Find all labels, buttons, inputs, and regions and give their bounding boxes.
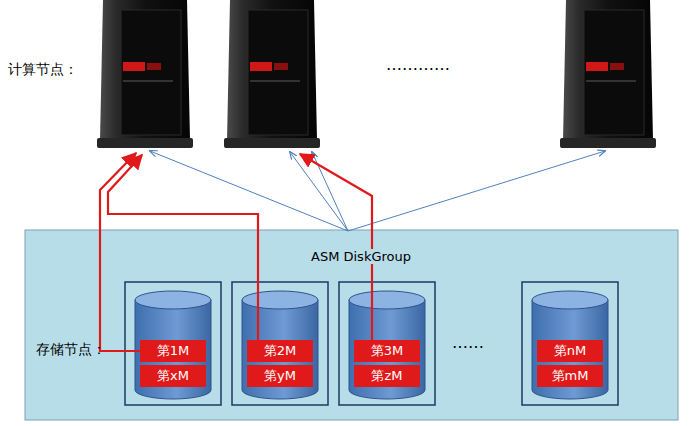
group-title: ASM DiskGroup [308, 249, 414, 264]
block-label: 第yM [247, 365, 313, 387]
data-block: 第yM [247, 365, 313, 387]
diskgroup-band [25, 230, 678, 420]
block-label: 第2M [247, 340, 313, 362]
data-block: 第1M [140, 340, 206, 362]
data-block: 第mM [537, 365, 603, 387]
block-label: 第1M [140, 340, 206, 362]
data-block: 第nM [537, 340, 603, 362]
data-block: 第xM [140, 365, 206, 387]
ellipsis: ………… [386, 55, 450, 74]
server-tower [97, 0, 193, 148]
server-tower [560, 0, 656, 148]
block-label: 第mM [537, 365, 603, 387]
server-tower [224, 0, 320, 148]
data-block: 第2M [247, 340, 313, 362]
disk-unit [522, 282, 618, 405]
block-label: 第zM [354, 365, 420, 387]
disk-unit [232, 282, 328, 405]
block-label: 第xM [140, 365, 206, 387]
disk-unit [339, 282, 435, 405]
compute-label: 计算节点： [8, 61, 78, 79]
ellipsis: …… [452, 333, 484, 352]
diskgroup-band: ASM DiskGroup 存储节点： 第1M 第xM 第2M 第yM 第3M 第zM 第nM 第… [25, 230, 678, 420]
block-label: 第nM [537, 340, 603, 362]
disk-unit [125, 282, 221, 405]
storage-label: 存储节点： [33, 341, 109, 359]
data-block: 第3M [354, 340, 420, 362]
block-label: 第3M [354, 340, 420, 362]
data-block: 第zM [354, 365, 420, 387]
